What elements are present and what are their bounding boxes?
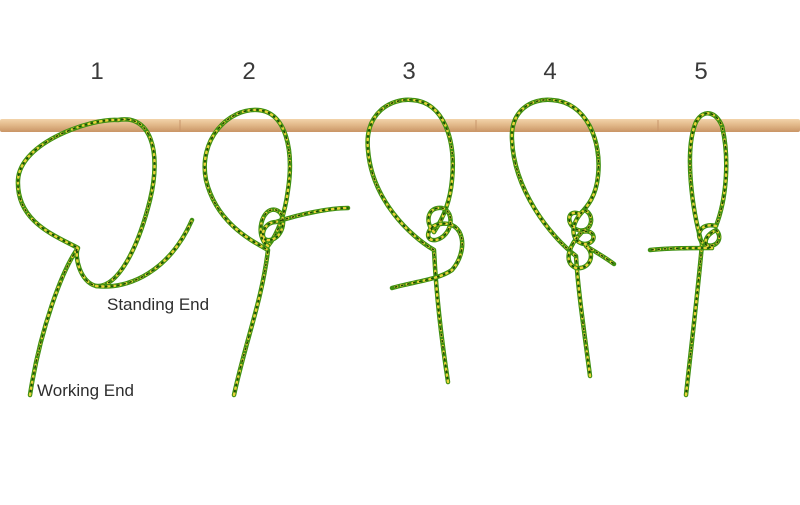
working-end-label: Working End: [37, 381, 135, 400]
wooden-pole: [0, 119, 800, 132]
rope-step-5: [647, 111, 729, 398]
step-number-1: 1: [90, 58, 104, 85]
rope-step-2: [202, 107, 351, 398]
step-number-2: 2: [242, 58, 256, 85]
rope-step-3: [365, 97, 465, 385]
standing-end-label: Standing End: [107, 295, 210, 314]
rope-step-1: [15, 117, 195, 398]
rope-step-4: [509, 97, 617, 379]
step-number-3: 3: [402, 58, 416, 85]
step-number-5: 5: [694, 58, 708, 85]
step-number-4: 4: [543, 58, 557, 85]
